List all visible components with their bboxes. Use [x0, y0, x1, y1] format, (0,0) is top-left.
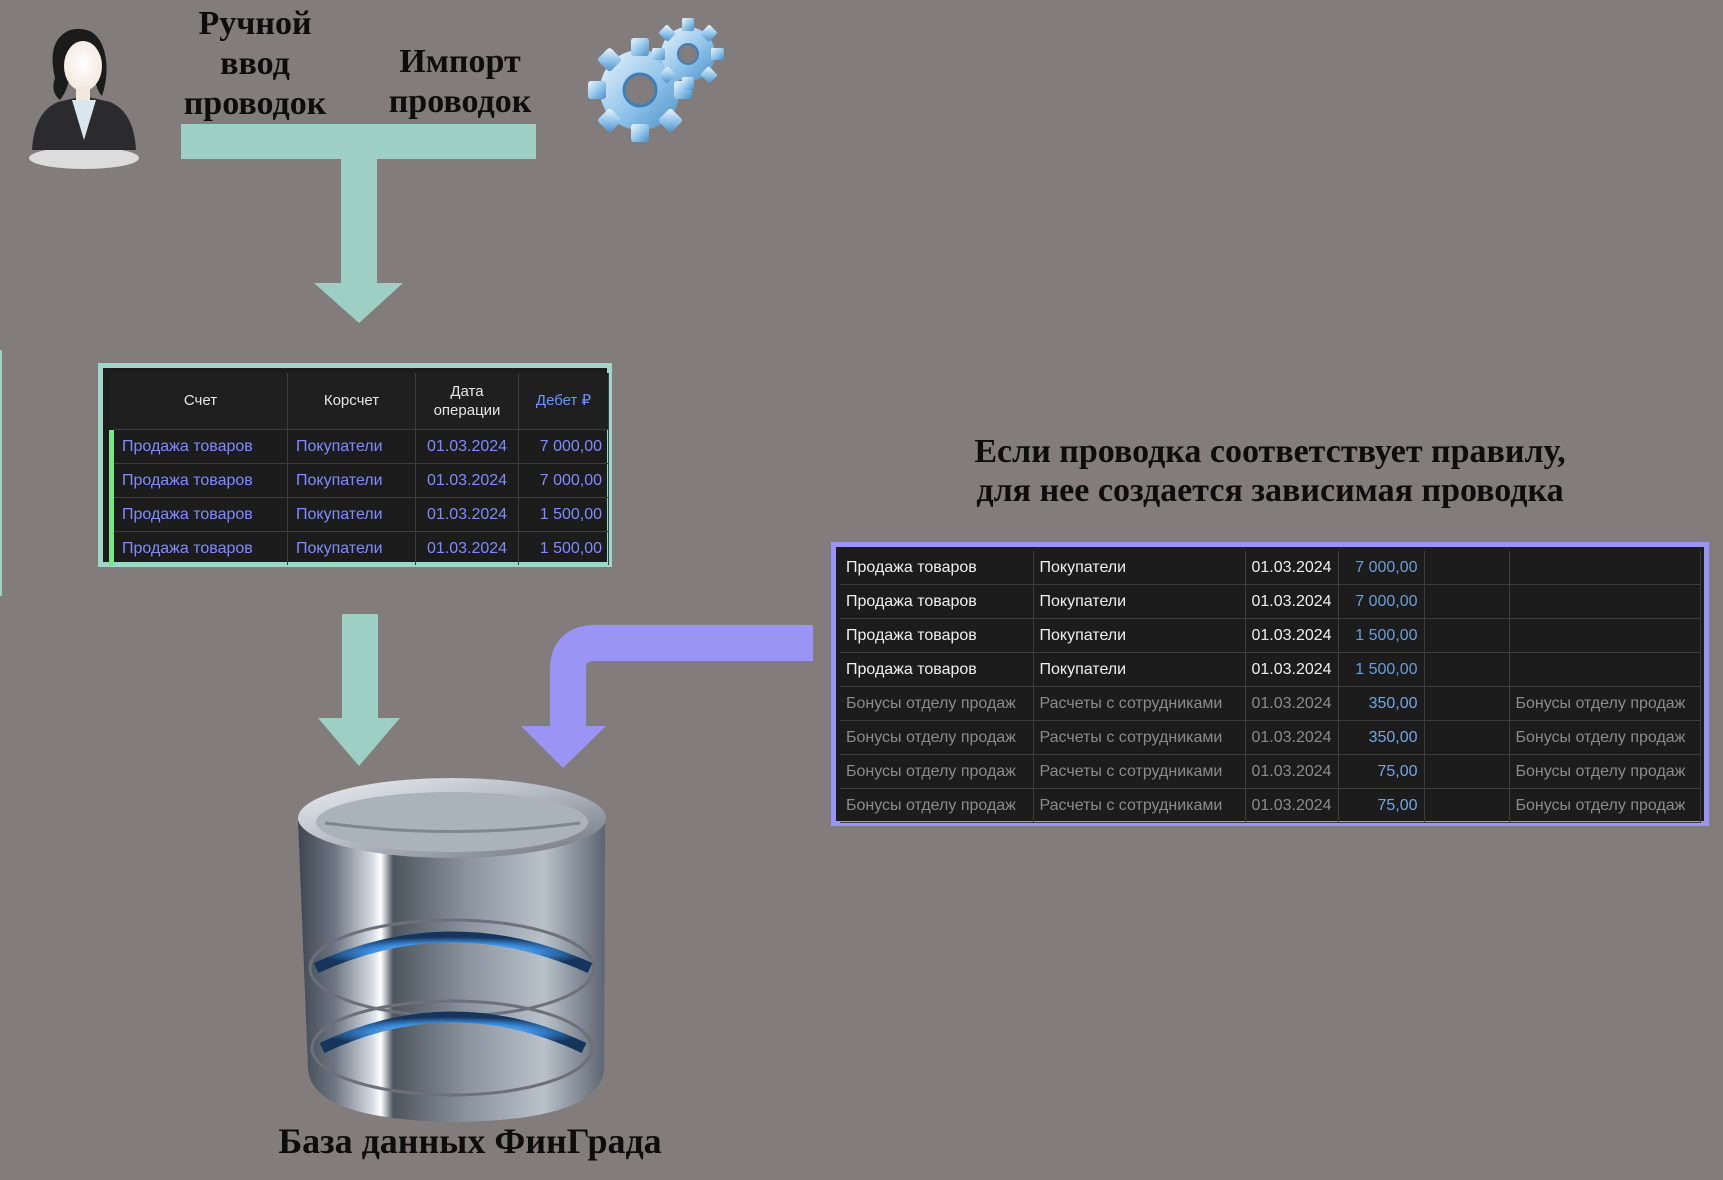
rule-cell: [1509, 584, 1701, 619]
account-cell: Продажа товаров: [840, 618, 1034, 653]
dependent-posting-row[interactable]: Бонусы отделу продаж Расчеты с сотрудник…: [840, 720, 1701, 755]
corr-account-cell: Покупатели: [1033, 551, 1246, 585]
rule-note: Если проводка соответствует правилу, для…: [974, 433, 1566, 510]
empty-cell: [1424, 720, 1510, 755]
debit-cell: 75,00: [1338, 788, 1425, 823]
table-row[interactable]: Продажа товаров Покупатели 01.03.2024 7 …: [840, 584, 1701, 619]
empty-cell: [1424, 686, 1510, 721]
corr-account-cell[interactable]: Покупатели: [287, 429, 416, 464]
account-cell: Бонусы отделу продаж: [840, 754, 1034, 789]
date-cell: 01.03.2024: [1245, 584, 1339, 619]
column-header-account[interactable]: Счет: [109, 373, 288, 430]
debit-cell: 350,00: [1338, 686, 1425, 721]
date-cell: 01.03.2024: [1245, 788, 1339, 823]
account-cell: Продажа товаров: [840, 652, 1034, 687]
date-cell: 01.03.2024: [415, 531, 519, 565]
date-cell: 01.03.2024: [415, 429, 519, 464]
account-cell[interactable]: Продажа товаров: [109, 497, 288, 532]
empty-cell: [1424, 618, 1510, 653]
debit-cell: 7 000,00: [518, 429, 609, 464]
debit-cell: 1 500,00: [518, 497, 609, 532]
gears-icon: [588, 18, 724, 142]
result-postings-table: Продажа товаров Покупатели 01.03.2024 7 …: [831, 542, 1709, 826]
table-row[interactable]: Продажа товаров Покупатели 01.03.2024 7 …: [109, 429, 609, 464]
database-icon: [298, 778, 606, 1122]
corr-account-cell[interactable]: Покупатели: [287, 531, 416, 565]
database-label: База данных ФинГрада: [278, 1121, 662, 1161]
dependent-posting-arrow: [521, 625, 813, 768]
rule-cell: Бонусы отделу продаж: [1509, 686, 1701, 721]
date-cell: 01.03.2024: [1245, 720, 1339, 755]
person-icon: [29, 28, 139, 169]
account-cell[interactable]: Продажа товаров: [109, 429, 288, 464]
corr-account-cell: Расчеты с сотрудниками: [1033, 720, 1246, 755]
rule-cell: Бонусы отделу продаж: [1509, 788, 1701, 823]
source-postings-table: Счет Корсчет Дата операции Дебет ₽ Прода…: [98, 363, 612, 567]
account-cell: Продажа товаров: [840, 551, 1034, 585]
corr-account-cell: Покупатели: [1033, 584, 1246, 619]
account-cell: Бонусы отделу продаж: [840, 788, 1034, 823]
table-header-row: Счет Корсчет Дата операции Дебет ₽: [109, 373, 609, 430]
table-row[interactable]: Продажа товаров Покупатели 01.03.2024 1 …: [840, 618, 1701, 653]
date-cell: 01.03.2024: [415, 497, 519, 532]
account-cell[interactable]: Продажа товаров: [109, 531, 288, 565]
account-cell: Бонусы отделу продаж: [840, 720, 1034, 755]
account-cell[interactable]: Продажа товаров: [109, 463, 288, 498]
merge-arrow: [181, 124, 536, 323]
column-header-date[interactable]: Дата операции: [415, 373, 519, 430]
debit-cell: 350,00: [1338, 720, 1425, 755]
table-row[interactable]: Продажа товаров Покупатели 01.03.2024 7 …: [109, 463, 609, 498]
dependent-posting-row[interactable]: Бонусы отделу продаж Расчеты с сотрудник…: [840, 788, 1701, 823]
table-row[interactable]: Продажа товаров Покупатели 01.03.2024 1 …: [109, 531, 609, 565]
corr-account-cell: Расчеты с сотрудниками: [1033, 686, 1246, 721]
debit-cell: 1 500,00: [1338, 652, 1425, 687]
manual-entry-label: Ручной ввод проводок: [183, 5, 327, 123]
import-label: Импорт проводок: [388, 43, 532, 121]
table-row[interactable]: Продажа товаров Покупатели 01.03.2024 1 …: [109, 497, 609, 532]
rule-cell: [1509, 618, 1701, 653]
rule-cell: [1509, 551, 1701, 585]
empty-cell: [1424, 754, 1510, 789]
debit-cell: 1 500,00: [518, 531, 609, 565]
corr-account-cell[interactable]: Покупатели: [287, 497, 416, 532]
date-cell: 01.03.2024: [1245, 551, 1339, 585]
account-cell: Продажа товаров: [840, 584, 1034, 619]
date-cell: 01.03.2024: [415, 463, 519, 498]
corr-account-cell[interactable]: Покупатели: [287, 463, 416, 498]
dependent-posting-row[interactable]: Бонусы отделу продаж Расчеты с сотрудник…: [840, 754, 1701, 789]
table-row[interactable]: Продажа товаров Покупатели 01.03.2024 7 …: [840, 551, 1701, 585]
corr-account-cell: Расчеты с сотрудниками: [1033, 754, 1246, 789]
debit-cell: 1 500,00: [1338, 618, 1425, 653]
date-cell: 01.03.2024: [1245, 686, 1339, 721]
to-database-arrow: [318, 614, 400, 766]
debit-cell: 75,00: [1338, 754, 1425, 789]
date-cell: 01.03.2024: [1245, 754, 1339, 789]
debit-cell: 7 000,00: [1338, 584, 1425, 619]
rule-cell: Бонусы отделу продаж: [1509, 720, 1701, 755]
table-row[interactable]: Продажа товаров Покупатели 01.03.2024 1 …: [840, 652, 1701, 687]
debit-cell: 7 000,00: [518, 463, 609, 498]
date-cell: 01.03.2024: [1245, 618, 1339, 653]
account-cell: Бонусы отделу продаж: [840, 686, 1034, 721]
column-header-debit[interactable]: Дебет ₽: [518, 373, 609, 430]
corr-account-cell: Покупатели: [1033, 618, 1246, 653]
debit-cell: 7 000,00: [1338, 551, 1425, 585]
rule-cell: Бонусы отделу продаж: [1509, 754, 1701, 789]
dependent-posting-row[interactable]: Бонусы отделу продаж Расчеты с сотрудник…: [840, 686, 1701, 721]
left-edge-line: [0, 350, 2, 596]
empty-cell: [1424, 551, 1510, 585]
rule-cell: [1509, 652, 1701, 687]
column-header-corr-account[interactable]: Корсчет: [287, 373, 416, 430]
empty-cell: [1424, 584, 1510, 619]
date-cell: 01.03.2024: [1245, 652, 1339, 687]
corr-account-cell: Покупатели: [1033, 652, 1246, 687]
corr-account-cell: Расчеты с сотрудниками: [1033, 788, 1246, 823]
empty-cell: [1424, 652, 1510, 687]
empty-cell: [1424, 788, 1510, 823]
